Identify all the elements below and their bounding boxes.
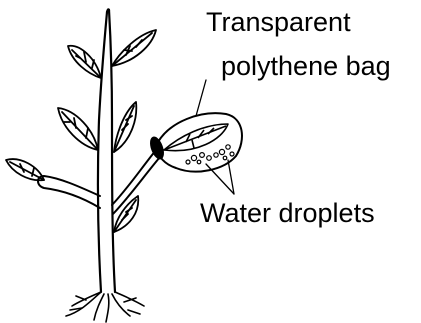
plant-roots	[66, 292, 144, 322]
droplets-label: Water droplets	[200, 197, 375, 229]
side-branch	[112, 150, 160, 214]
bag-pointer-line	[196, 80, 206, 116]
polythene-bag	[147, 113, 242, 171]
leaf	[58, 108, 98, 150]
bag-label-line1: Transparent	[206, 6, 351, 38]
leaf	[6, 159, 44, 180]
leaf	[114, 196, 138, 232]
pointer-lines	[196, 80, 234, 194]
leaf	[68, 46, 101, 78]
plant-leaves	[6, 30, 156, 232]
leaf	[114, 102, 136, 152]
plant-stem	[98, 9, 115, 292]
lower-left-branch	[38, 176, 100, 208]
bag-label-line2: polythene bag	[221, 50, 391, 82]
enclosed-leaf	[164, 124, 228, 151]
leaf	[112, 30, 156, 66]
